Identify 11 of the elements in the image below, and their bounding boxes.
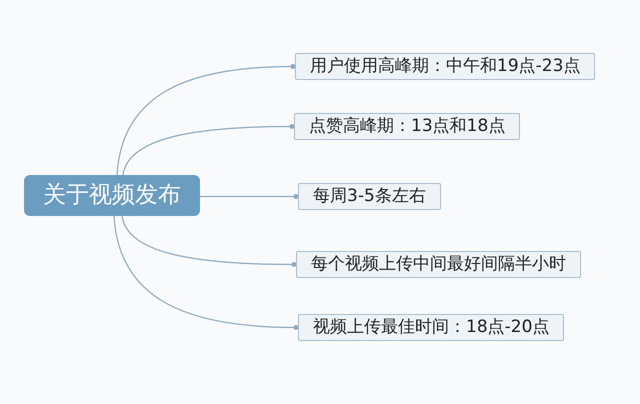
- connector: [200, 194, 298, 199]
- subtopic-box: 用户使用高峰期：中午和19点-23点: [295, 53, 596, 80]
- subtopic-box: 点赞高峰期：13点和18点: [294, 113, 520, 140]
- subtopic-box: 每个视频上传中间最好间隔半小时: [296, 251, 581, 278]
- subtopic-box: 视频上传最佳时间：18点-20点: [298, 314, 564, 341]
- connector: [122, 124, 294, 176]
- connector: [116, 64, 296, 176]
- topic-box: 关于视频发布: [24, 175, 200, 216]
- subtopic-box: 每周3-5条左右: [298, 183, 441, 210]
- connector: [121, 216, 296, 267]
- connector: [113, 216, 298, 330]
